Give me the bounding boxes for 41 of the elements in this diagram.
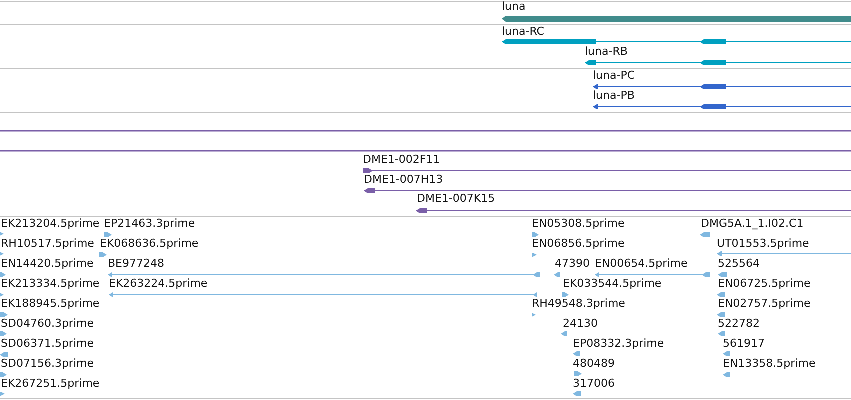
feature-label: 24130 (563, 318, 598, 330)
feature-label: UT01553.5prime (717, 238, 810, 250)
feature-label: EK033544.5prime (563, 278, 662, 290)
feature-label: SD07156.3prime (1, 358, 94, 370)
feature-label: EN00654.5prime (595, 258, 688, 270)
feature-label: 317006 (573, 378, 615, 390)
feature-label: 480489 (573, 358, 615, 370)
feature-label: EK213334.5prime (1, 278, 100, 290)
feature-label: EK188945.5prime (1, 298, 100, 310)
feature-label: EK263224.5prime (109, 278, 208, 290)
feature-label: RH10517.5prime (1, 238, 94, 250)
feature-label: EN05308.5prime (532, 218, 625, 230)
feature-label: DMG5A.1_1.I02.C1 (701, 218, 804, 230)
clone-line (0, 149, 851, 153)
feature-label: DME1-007K15 (417, 193, 496, 205)
feature-label: SD04760.3prime (1, 318, 94, 330)
feature-label: 522782 (718, 318, 760, 330)
feature-label: SD06371.5prime (1, 338, 94, 350)
feature-label: 525564 (718, 258, 760, 270)
feature-label: luna-RB (585, 46, 628, 58)
feature-label: EN14420.5prime (1, 258, 94, 270)
feature-label: DME1-002F11 (363, 154, 440, 166)
feature-label: luna-PC (593, 70, 636, 82)
feature-label: DME1-007H13 (364, 174, 444, 186)
feature-label: EN06856.5prime (532, 238, 625, 250)
feature-label: EP08332.3prime (573, 338, 664, 350)
feature-label: EK267251.5prime (1, 378, 100, 390)
feature-label: EK213204.5prime (1, 218, 100, 230)
feature-label: luna (502, 1, 526, 13)
feature-label: 561917 (723, 338, 765, 350)
feature-label: EK068636.5prime (100, 238, 199, 250)
feature-label: EN06725.5prime (718, 278, 811, 290)
feature-label: RH49548.3prime (532, 298, 626, 310)
feature-label: luna-RC (502, 26, 544, 38)
feature-label: EN02757.5prime (718, 298, 811, 310)
feature-label: BE977248 (108, 258, 164, 270)
clone-line (0, 129, 851, 133)
feature-label: 47390 (555, 258, 590, 270)
feature-label: EP21463.3prime (104, 218, 196, 230)
feature-label: luna-PB (593, 90, 635, 102)
feature-label: EN13358.5prime (723, 358, 816, 370)
